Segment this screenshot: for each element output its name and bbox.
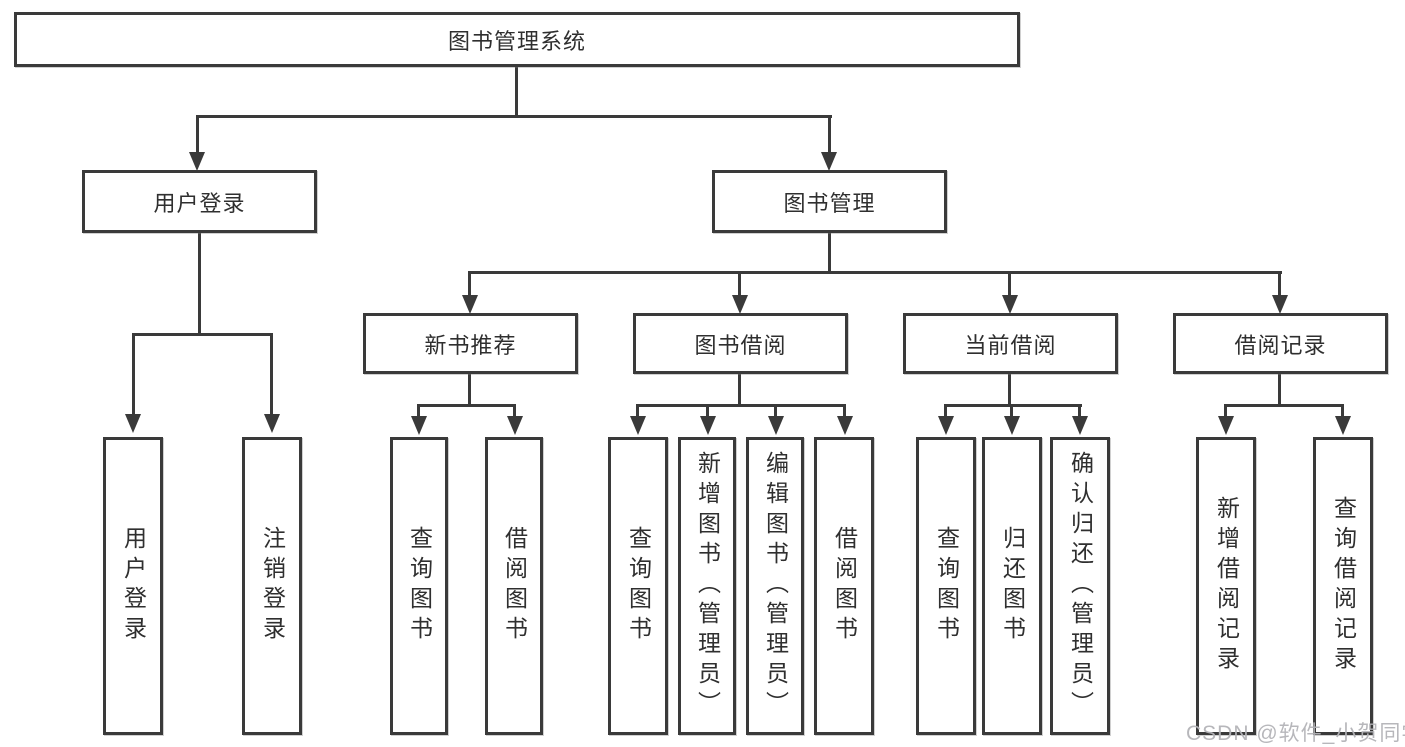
leaf-hist-query-record: 查询借阅记录	[1313, 437, 1373, 735]
connector-drop-bor-borrow-book	[843, 407, 846, 418]
arrowhead-icon	[938, 416, 954, 435]
leaf-cur-return-book-label: 归还图书	[999, 526, 1026, 646]
connector-book-mgmt-stem	[828, 233, 831, 273]
connector-new-book-rec-rail	[417, 404, 516, 407]
node-root-label: 图书管理系统	[447, 28, 586, 54]
node-new-book-rec: 新书推荐	[363, 313, 578, 374]
connector-drop-book-mgmt	[828, 118, 831, 154]
connector-drop-hist-add-record	[1224, 407, 1227, 418]
connector-drop-hist-query-record	[1341, 407, 1344, 418]
connector-drop-rec-borrow-book	[513, 407, 516, 418]
node-current-borrow-label: 当前借阅	[964, 332, 1057, 358]
node-book-mgmt-label: 图书管理	[783, 190, 876, 216]
leaf-hist-add-record-label: 新增借阅记录	[1213, 496, 1240, 676]
connector-drop-bor-query-book	[636, 407, 639, 418]
arrowhead-icon	[1218, 416, 1234, 435]
arrowhead-icon	[1272, 295, 1288, 314]
node-root: 图书管理系统	[14, 12, 1020, 67]
connector-drop-book-borrow	[738, 274, 741, 298]
node-new-book-rec-label: 新书推荐	[424, 332, 517, 358]
node-borrow-records: 借阅记录	[1173, 313, 1388, 374]
arrowhead-icon	[768, 416, 784, 435]
leaf-bor-edit-book: 编辑图书（管理员）	[746, 437, 804, 735]
csdn-watermark: CSDN @软件_小贺同学	[1186, 722, 1405, 745]
leaf-logout: 注销登录	[242, 437, 302, 735]
connector-drop-bor-add-book	[706, 407, 709, 418]
connector-new-book-rec-stem	[468, 374, 471, 406]
leaf-bor-borrow-book-label: 借阅图书	[831, 526, 858, 646]
node-book-borrow: 图书借阅	[633, 313, 848, 374]
connector-root-stem	[515, 67, 518, 118]
leaf-hist-add-record: 新增借阅记录	[1196, 437, 1256, 735]
node-book-borrow-label: 图书借阅	[694, 332, 787, 358]
leaf-bor-add-book: 新增图书（管理员）	[678, 437, 736, 735]
arrowhead-icon	[1335, 416, 1351, 435]
leaf-rec-borrow-book: 借阅图书	[485, 437, 543, 735]
connector-drop-current-borrow	[1008, 274, 1011, 298]
arrowhead-icon	[732, 295, 748, 314]
leaf-rec-borrow-book-label: 借阅图书	[501, 526, 528, 646]
connector-root-rail	[196, 115, 832, 118]
connector-drop-bor-edit-book	[774, 407, 777, 418]
leaf-rec-query-book: 查询图书	[390, 437, 448, 735]
leaf-bor-add-book-label: 新增图书（管理员）	[694, 451, 721, 721]
connector-borrow-records-stem	[1278, 374, 1281, 406]
leaf-user-login: 用户登录	[103, 437, 163, 735]
connector-book-borrow-stem	[738, 374, 741, 406]
leaf-cur-query-book-label: 查询图书	[933, 526, 960, 646]
arrowhead-icon	[411, 416, 427, 435]
connector-drop-borrow-records	[1278, 274, 1281, 298]
node-borrow-records-label: 借阅记录	[1234, 332, 1327, 358]
connector-drop-cur-return-book	[1010, 407, 1013, 418]
connector-drop-cur-confirm-return	[1078, 407, 1081, 418]
connector-drop-leaf-user-login	[132, 336, 135, 416]
arrowhead-icon	[700, 416, 716, 435]
arrowhead-icon	[125, 414, 141, 433]
node-current-borrow: 当前借阅	[903, 313, 1118, 374]
arrowhead-icon	[1004, 416, 1020, 435]
connector-drop-cur-query-book	[944, 407, 947, 418]
leaf-user-login-label: 用户登录	[120, 526, 147, 646]
leaf-cur-query-book: 查询图书	[916, 437, 976, 735]
leaf-logout-label: 注销登录	[259, 526, 286, 646]
arrowhead-icon	[821, 152, 837, 171]
arrowhead-icon	[189, 152, 205, 171]
connector-user-login-stem	[198, 233, 201, 335]
leaf-bor-borrow-book: 借阅图书	[814, 437, 874, 735]
connector-user-login-rail	[132, 333, 273, 336]
arrowhead-icon	[507, 416, 523, 435]
leaf-bor-query-book: 查询图书	[608, 437, 668, 735]
connector-current-borrow-stem	[1008, 374, 1011, 406]
arrowhead-icon	[264, 414, 280, 433]
arrowhead-icon	[462, 295, 478, 314]
leaf-cur-confirm-return: 确认归还（管理员）	[1050, 437, 1110, 735]
connector-book-mgmt-rail	[468, 271, 1282, 274]
node-book-mgmt: 图书管理	[712, 170, 947, 233]
connector-drop-new-book-rec	[468, 274, 471, 298]
connector-drop-leaf-logout	[270, 336, 273, 416]
arrowhead-icon	[837, 416, 853, 435]
connector-current-borrow-rail	[944, 404, 1082, 407]
arrowhead-icon	[1002, 295, 1018, 314]
node-user-login: 用户登录	[82, 170, 317, 233]
connector-drop-user-login	[196, 118, 199, 154]
leaf-cur-confirm-return-label: 确认归还（管理员）	[1067, 451, 1094, 721]
connector-drop-rec-query-book	[417, 407, 420, 418]
node-user-login-label: 用户登录	[153, 190, 246, 216]
leaf-bor-edit-book-label: 编辑图书（管理员）	[762, 451, 789, 721]
leaf-rec-query-book-label: 查询图书	[406, 526, 433, 646]
leaf-hist-query-record-label: 查询借阅记录	[1330, 496, 1357, 676]
arrowhead-icon	[1072, 416, 1088, 435]
connector-borrow-records-rail	[1224, 404, 1344, 407]
arrowhead-icon	[630, 416, 646, 435]
leaf-cur-return-book: 归还图书	[982, 437, 1042, 735]
leaf-bor-query-book-label: 查询图书	[625, 526, 652, 646]
connector-book-borrow-rail	[636, 404, 846, 407]
